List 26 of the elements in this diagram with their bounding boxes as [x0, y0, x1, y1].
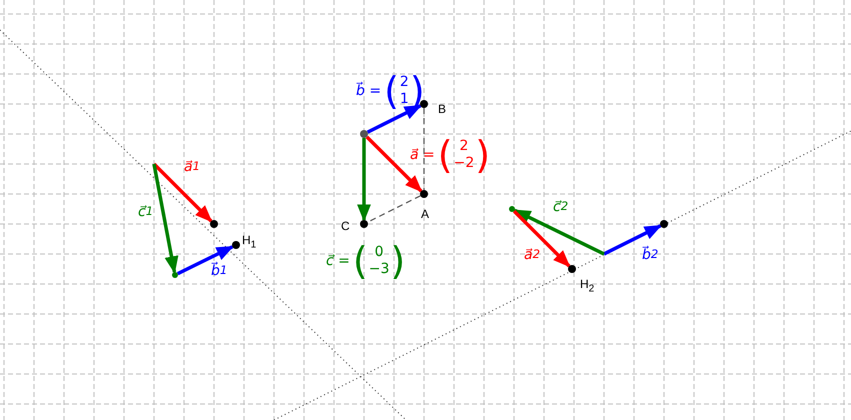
point-dot [210, 220, 218, 228]
point-dot [420, 190, 428, 198]
dashed-line [423, 108, 425, 190]
point-label: B [438, 103, 446, 115]
vector-arrow [603, 224, 662, 256]
vector-arrow [512, 210, 570, 268]
vector-arrow [176, 245, 234, 276]
point-dot [568, 265, 576, 273]
point-dot [420, 100, 428, 108]
point-label: C [341, 220, 350, 232]
vector-joint [509, 206, 515, 212]
vector-arrow [366, 136, 422, 192]
point-label: A [421, 208, 430, 220]
point-dot [360, 130, 368, 138]
point-dot [660, 220, 668, 228]
point-dot [232, 241, 240, 249]
vector-arrow [357, 138, 371, 222]
vector-arrow [513, 208, 605, 256]
vector-joint [172, 272, 178, 278]
vector-arrow [152, 162, 212, 222]
point-label: H$_{2}$ [580, 278, 594, 294]
dashed-line [367, 195, 421, 223]
vector-arrow [366, 104, 422, 134]
vector-arrow [152, 164, 178, 274]
point-label: H$_{1}$ [242, 234, 256, 250]
point-dot [360, 220, 368, 228]
